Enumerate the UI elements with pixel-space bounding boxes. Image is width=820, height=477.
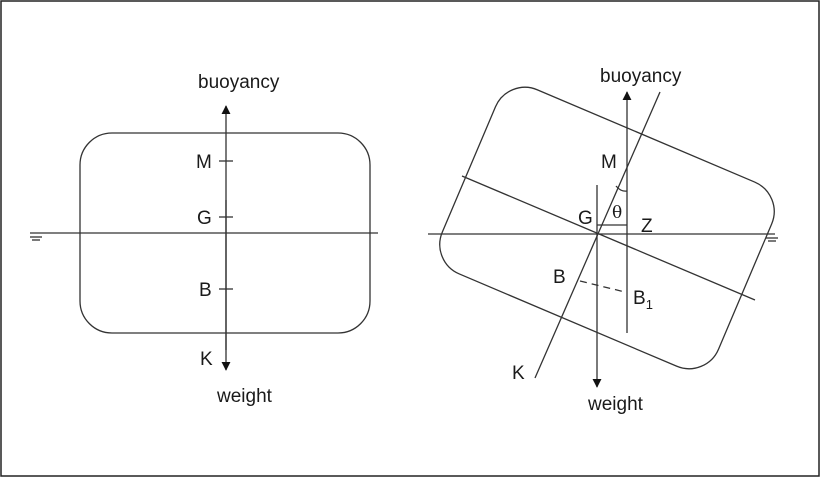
label-B1: B1 [633, 288, 653, 312]
ship-transverse-axis [461, 175, 756, 301]
B-B1-dashed [579, 280, 626, 293]
waterline-symbol-icon [30, 236, 42, 241]
label-buoyancy: buoyancy [600, 66, 682, 87]
label-B: B [199, 280, 212, 301]
label-K: K [200, 349, 213, 370]
label-theta: θ [612, 203, 622, 223]
label-K: K [512, 363, 525, 384]
label-Z: Z [641, 216, 653, 237]
theta-arc [615, 185, 628, 192]
waterline-symbol-icon [766, 237, 778, 242]
label-B: B [553, 267, 566, 288]
heeled-hull [439, 86, 775, 370]
label-M: M [196, 152, 212, 173]
heeled-ship: buoyancy M θ G Z B B1 K weight [428, 66, 778, 415]
label-G: G [197, 208, 212, 229]
label-M: M [601, 152, 617, 173]
label-G: G [578, 208, 593, 229]
label-buoyancy: buoyancy [198, 72, 280, 93]
label-weight: weight [587, 394, 644, 415]
upright-ship: buoyancy M G B K weight [30, 72, 378, 407]
label-weight: weight [216, 386, 273, 407]
